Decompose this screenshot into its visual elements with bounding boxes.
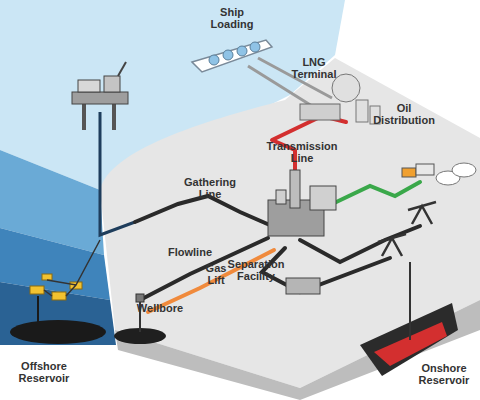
subsea-line [44,240,100,296]
callout-label: Gathering Line [181,176,239,200]
gathering-line [135,196,272,226]
process-unit [276,190,286,204]
terminal-building [300,104,340,120]
ship-tank [209,55,219,65]
truck [402,168,416,177]
subsea-manifold [42,274,52,280]
callout-label: Onshore Reservoir [413,362,475,386]
callout-label: Wellbore [130,302,190,314]
subsea-manifold [52,292,66,300]
oil-distribution-line [330,182,420,205]
ship-tank [237,46,247,56]
callout-label: Flowline [160,246,220,258]
process-unit [310,186,336,210]
sea-floor [0,282,116,345]
callout-label: Ship Loading [204,6,260,30]
callout-label: Separation Facility [222,258,290,282]
lng-tank [356,100,368,122]
platform-deck [72,92,128,104]
offshore-reservoir [10,320,106,344]
platform-crane [118,62,126,76]
onshore-wellbore [409,262,411,340]
land-side [115,300,480,400]
subsea-manifold [30,286,44,294]
ship-tank [223,50,233,60]
truck [416,164,434,175]
stack [290,170,300,208]
ship-tank [250,42,260,52]
platform-module [78,80,100,92]
land-surface [100,58,480,388]
riser [100,112,135,235]
callout-label: Oil Distribution [369,102,439,126]
subsea-well [37,296,39,330]
callout-label: Offshore Reservoir [13,360,75,384]
lng-ship [192,40,272,72]
wellhead [136,294,144,302]
platform-module [104,76,120,92]
pump-jack [408,202,436,224]
storage-tank [452,163,476,177]
callout-label: Transmission Line [262,140,342,164]
pump-jack [378,234,406,256]
callout-label: Gas Lift [201,262,231,286]
compressor [286,278,320,294]
callout-label: LNG Terminal [285,56,343,80]
